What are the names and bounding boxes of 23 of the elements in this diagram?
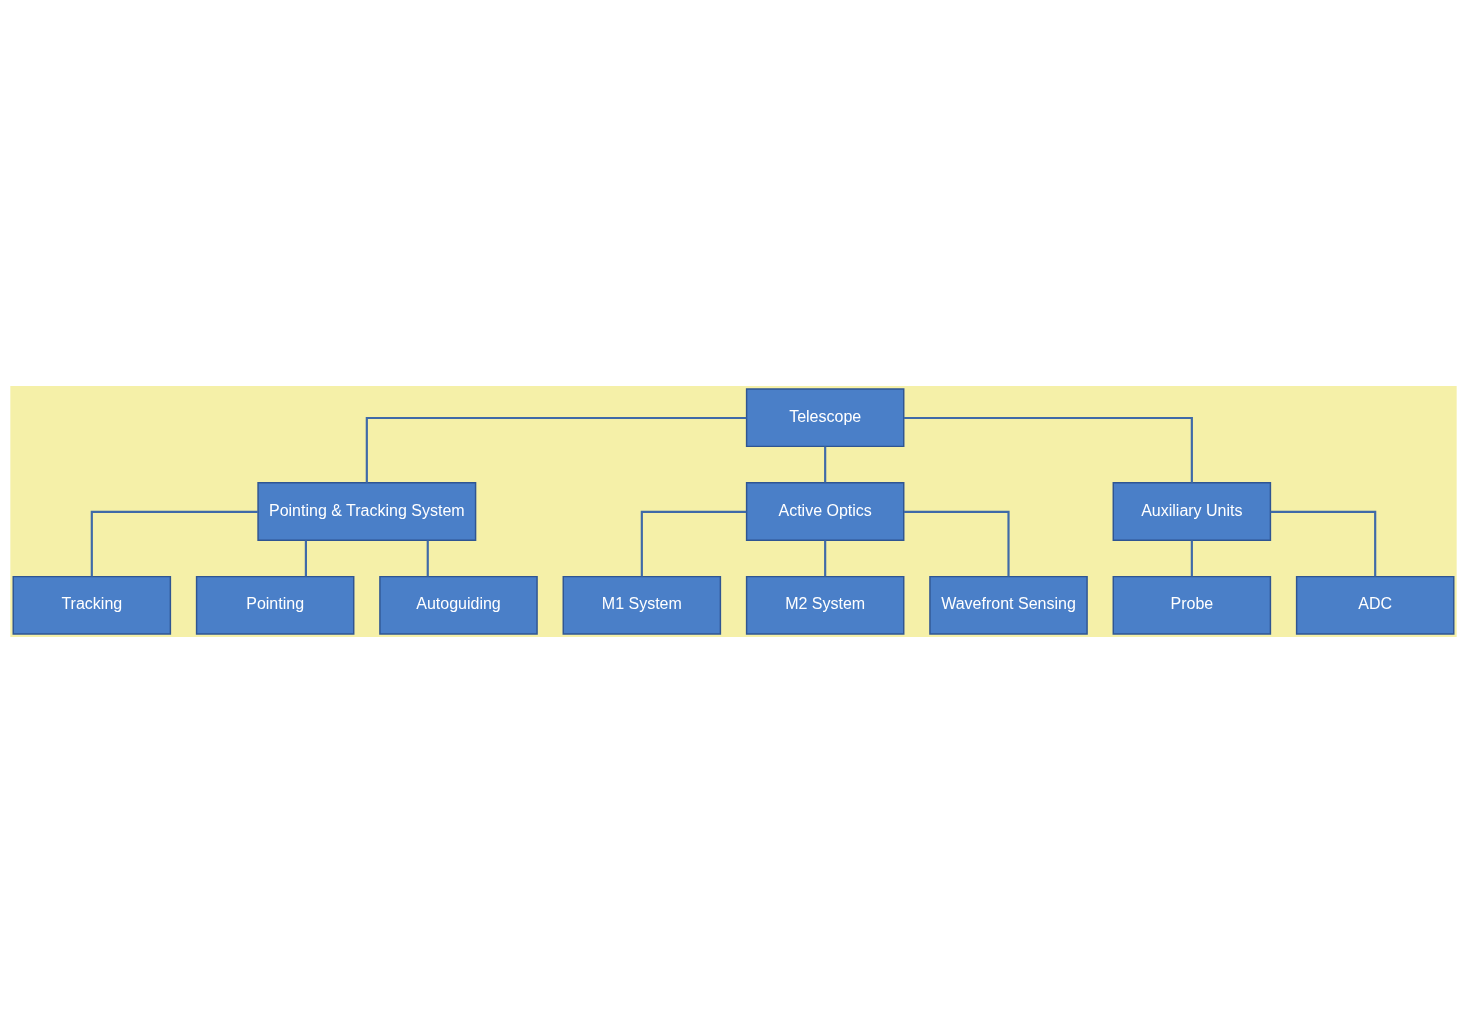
node-box: Pointing & Tracking System [257, 481, 477, 541]
node-box: Autoguiding [379, 575, 538, 635]
connector [1190, 539, 1193, 576]
node-box: Pointing [195, 575, 355, 635]
node-box: Active Optics [745, 481, 905, 541]
node-box: M2 System [745, 575, 905, 635]
connector [824, 539, 827, 576]
connector [304, 539, 307, 576]
node-box: ADC [1295, 575, 1455, 635]
connector [904, 510, 1010, 577]
connector [903, 416, 1193, 483]
connector [426, 539, 429, 576]
node-box: Probe [1112, 575, 1272, 635]
connector [640, 510, 747, 577]
node-box: M1 System [562, 575, 722, 635]
connector [90, 510, 258, 577]
node-box: Telescope [745, 387, 905, 447]
connector [365, 416, 747, 483]
connector [1270, 510, 1377, 577]
node-box: Auxiliary Units [1112, 481, 1272, 541]
node-box: Wavefront Sensing [929, 575, 1088, 635]
node-box: Tracking [12, 575, 172, 635]
connector [824, 446, 827, 482]
